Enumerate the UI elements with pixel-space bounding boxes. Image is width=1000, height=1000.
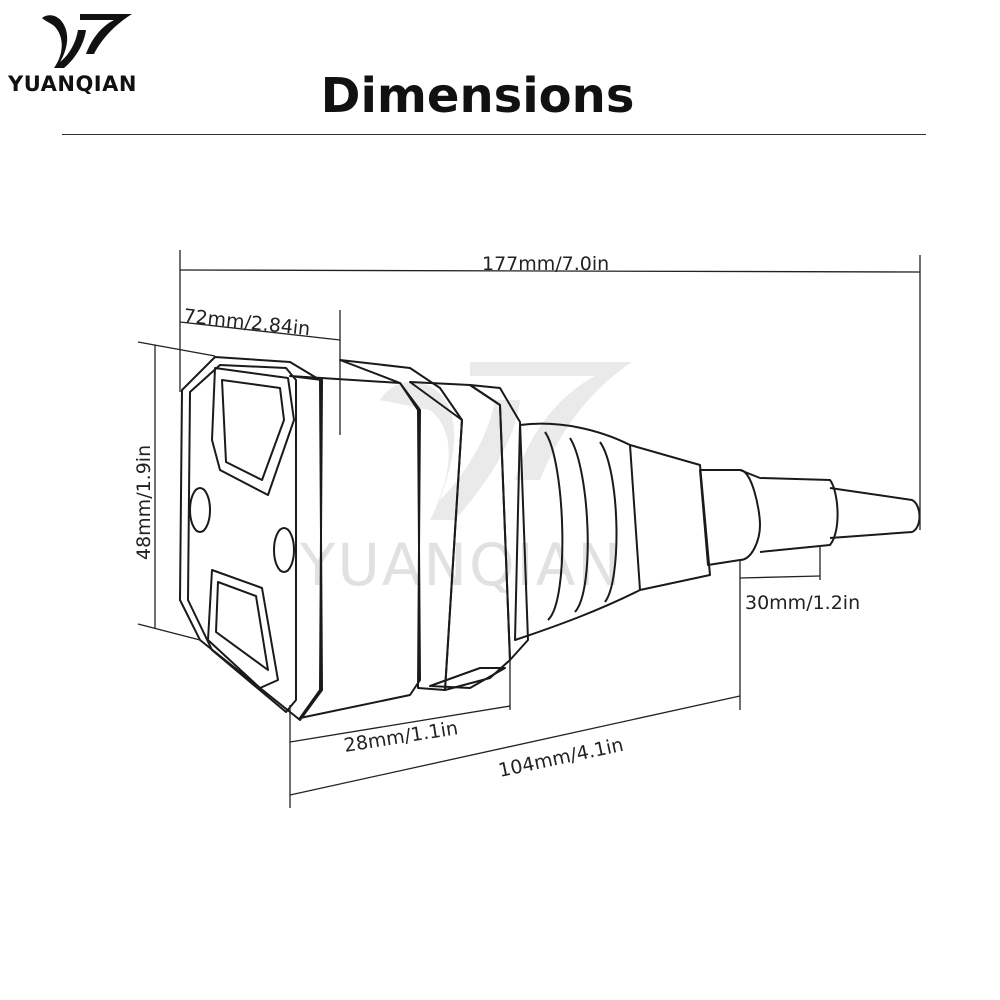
dim-puck-depth: 28mm/1.1in bbox=[342, 717, 459, 757]
brand-name: YUANQIAN bbox=[8, 72, 137, 96]
watermark: YUANQIAN bbox=[299, 362, 632, 599]
frame-slider-drawing bbox=[179, 356, 921, 721]
brand-logo: YUANQIAN bbox=[8, 8, 158, 98]
page-title: Dimensions bbox=[320, 68, 635, 124]
dim-shaft-length: 30mm/1.2in bbox=[745, 592, 860, 614]
dimension-lines bbox=[137, 250, 921, 808]
yuanqian-logo-icon bbox=[42, 14, 132, 69]
dim-body-length: 104mm/4.1in bbox=[496, 734, 625, 782]
dim-guard-width: 72mm/2.84in bbox=[182, 305, 311, 340]
dim-overall-length: 177mm/7.0in bbox=[482, 253, 609, 275]
title-divider bbox=[62, 134, 926, 135]
watermark-text: YUANQIAN bbox=[299, 531, 623, 599]
dim-height: 48mm/1.9in bbox=[133, 445, 155, 560]
